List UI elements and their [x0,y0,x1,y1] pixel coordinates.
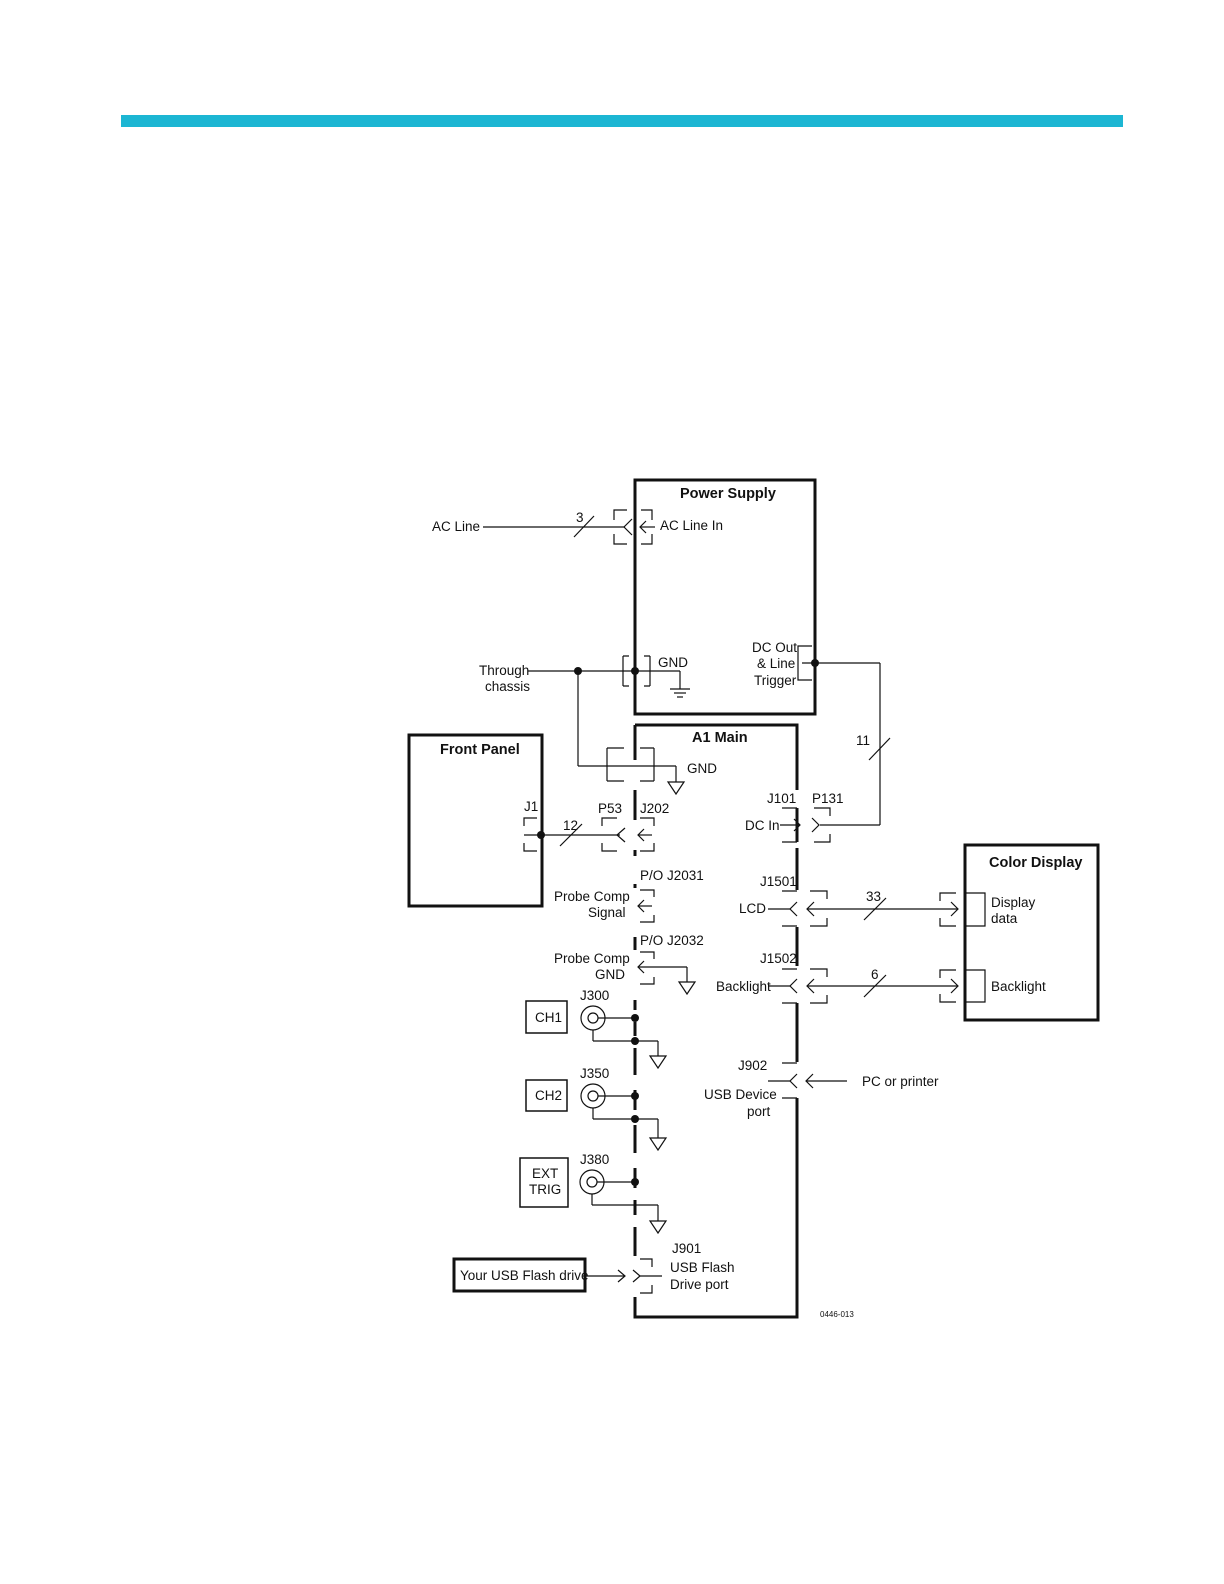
usb-device-port-label-2: port [747,1104,771,1119]
ch2-label: CH2 [535,1088,562,1103]
color-display-title: Color Display [989,855,1082,871]
dc-in-connection: J101 P131 DC In [745,791,844,843]
probe-comp-gnd-label-2: GND [595,967,625,982]
probe-comp-signal: P/O J2031 Probe Comp Signal [554,868,704,923]
probe-comp-gnd-label-1: Probe Comp [554,951,630,966]
through-label: Through [479,663,529,678]
j1502-label: J1502 [760,951,797,966]
ch2-input: CH2 J350 [525,1066,668,1152]
dc-bus-count: 11 [856,733,870,748]
backlight-label: Backlight [716,979,771,994]
power-supply-block: Power Supply AC Line In GND DC Out & Lin… [633,478,817,716]
ext-trig-input: EXT TRIG J380 [519,1152,668,1235]
j202-label: J202 [640,801,669,816]
p131-label: P131 [812,791,844,806]
j1-label: J1 [524,799,538,814]
usb-device-connection: J902 USB Device port PC or printer [704,1058,939,1119]
probe-comp-gnd: P/O J2032 Probe Comp GND [554,933,704,996]
ac-line-label: AC Line [432,519,480,534]
chassis-ground: Through chassis GND [479,655,717,796]
front-panel-title: Front Panel [440,742,520,758]
dc-bus: 11 [797,645,891,826]
front-panel-block: Front Panel J1 12 P53 J202 [407,733,669,908]
usb-flash-port-label-1: USB Flash [670,1260,735,1275]
ps-gnd-label: GND [658,655,688,670]
display-data-label-2: data [991,911,1018,926]
j101-label: J101 [767,791,796,806]
dc-out-line-label: & Line [757,656,795,671]
p53-label: P53 [598,801,622,816]
probe-comp-signal-label-2: Signal [588,905,626,920]
j300-label: J300 [580,988,609,1003]
j1501-label: J1501 [760,874,797,889]
lcd-count: 33 [866,889,881,904]
chassis-label: chassis [485,679,530,694]
pc-or-printer-label: PC or printer [862,1074,939,1089]
ch1-label: CH1 [535,1010,562,1025]
ac-line-in-label: AC Line In [660,518,723,533]
usb-flash-drive: Your USB Flash drive J901 USB Flash Driv… [452,1241,735,1294]
j350-label: J350 [580,1066,609,1081]
trig-label: TRIG [529,1182,561,1197]
display-data-label-1: Display [991,895,1036,910]
lcd-connection: J1501 LCD 33 [739,874,959,927]
a1-main-title: A1 Main [692,730,748,746]
display-backlight-label: Backlight [991,979,1046,994]
ext-label: EXT [532,1166,558,1181]
main-gnd-label: GND [687,761,717,776]
po-j2032-label: P/O J2032 [640,933,704,948]
accent-bar [121,115,1123,127]
usb-device-port-label-1: USB Device [704,1087,777,1102]
ac-line-connection: AC Line 3 [432,509,655,545]
backlight-count: 6 [871,967,879,982]
dc-out-trigger-label: Trigger [754,673,797,688]
j380-label: J380 [580,1152,609,1167]
ac-line-count: 3 [576,510,584,525]
dc-out-label: DC Out [752,640,797,655]
power-supply-title: Power Supply [680,486,776,502]
j902-label: J902 [738,1058,767,1073]
front-panel-count: 12 [563,818,578,833]
figure-id: 0446-013 [820,1310,854,1319]
usb-flash-drive-label: Your USB Flash drive [460,1268,589,1283]
usb-flash-port-label-2: Drive port [670,1277,729,1292]
ch1-input: CH1 J300 [525,988,668,1070]
color-display-block: Color Display Display data Backlight [963,843,1100,1022]
backlight-connection: J1502 Backlight 6 [716,951,959,1004]
j901-label: J901 [672,1241,701,1256]
lcd-label: LCD [739,901,766,916]
dc-in-label: DC In [745,818,780,833]
probe-comp-signal-label-1: Probe Comp [554,889,630,904]
po-j2031-label: P/O J2031 [640,868,704,883]
